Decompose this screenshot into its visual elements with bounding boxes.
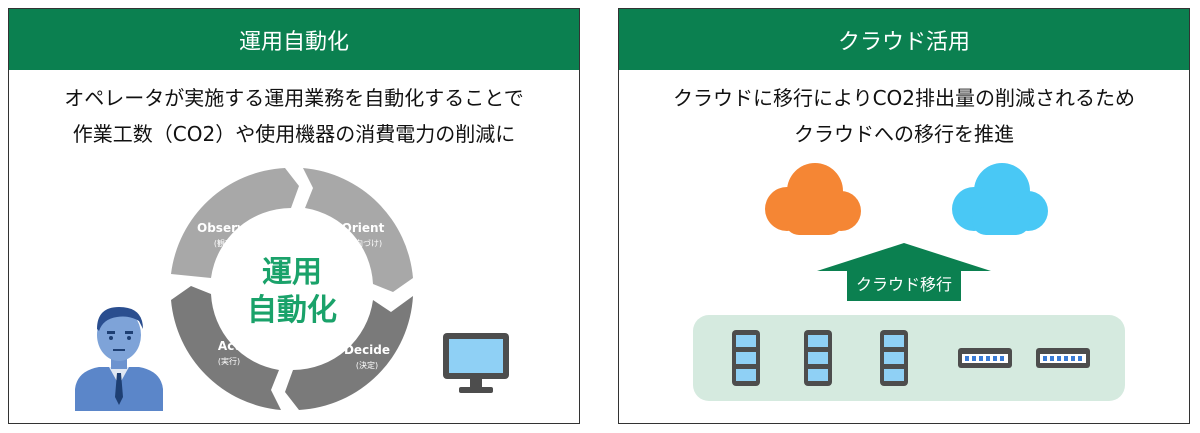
- cycle-segment-observe: [171, 168, 299, 278]
- cloud-blue-icon: [952, 163, 1048, 235]
- segment-label-decide: Decide: [344, 343, 390, 357]
- ooda-cycle-diagram: Observe (観察) Orient (方向づけ) Decide (決定) A…: [171, 168, 413, 410]
- cycle-segment-act: [171, 286, 281, 410]
- left-panel-description: オペレータが実施する運用業務を自動化することで 作業工数（CO2）や使用機器の消…: [9, 80, 579, 152]
- cloud-migration-arrow: [817, 243, 991, 301]
- left-panel-title: 運用自動化: [238, 29, 349, 55]
- computer-monitor-icon: [443, 333, 509, 393]
- cycle-segment-orient: [303, 168, 413, 292]
- right-desc-line1: クラウドに移行によりCO2排出量の削減されるため: [672, 86, 1136, 110]
- network-switch-icon: [1036, 348, 1090, 368]
- segment-sub-decide: (決定): [356, 360, 378, 370]
- right-panel-title: クラウド活用: [837, 29, 970, 55]
- segment-label-orient: Orient: [342, 221, 385, 235]
- server-rack-icon: [880, 330, 908, 386]
- server-rack-icon: [732, 330, 760, 386]
- left-panel-header: 運用自動化: [9, 9, 579, 70]
- on-premise-server-area: [693, 315, 1125, 401]
- right-panel: クラウド活用 クラウドに移行によりCO2排出量の削減されるため クラウドへの移行…: [618, 8, 1190, 424]
- left-panel: 運用自動化 オペレータが実施する運用業務を自動化することで 作業工数（CO2）や…: [8, 8, 580, 424]
- right-panel-header: クラウド活用: [619, 9, 1189, 70]
- network-switch-icon: [958, 348, 1012, 368]
- segment-sub-orient: (方向づけ): [344, 238, 382, 248]
- segment-label-act: Act: [218, 339, 240, 353]
- segment-label-observe: Observe: [197, 221, 253, 235]
- segment-sub-observe: (観察): [214, 238, 236, 248]
- cloud-orange-icon: [765, 163, 861, 235]
- cycle-center-line2: 自動化: [247, 293, 337, 328]
- right-desc-line2: クラウドへの移行を推進: [794, 122, 1014, 146]
- segment-sub-act: (実行): [218, 356, 240, 366]
- left-desc-line2: 作業工数（CO2）や使用機器の消費電力の削減に: [72, 122, 516, 146]
- left-desc-line1: オペレータが実施する運用業務を自動化することで: [64, 86, 524, 110]
- cycle-segment-decide: [285, 296, 413, 410]
- right-panel-description: クラウドに移行によりCO2排出量の削減されるため クラウドへの移行を推進: [619, 80, 1189, 152]
- cycle-center-line1: 運用: [262, 255, 322, 290]
- server-rack-icon: [804, 330, 832, 386]
- operator-person-icon: [75, 307, 163, 411]
- cloud-migration-label: クラウド移行: [855, 275, 952, 294]
